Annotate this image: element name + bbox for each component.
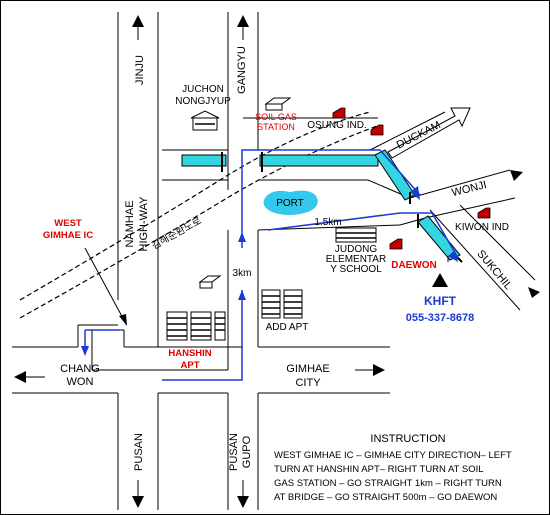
bridge-north [259,154,379,167]
instruction-line-1: WEST GIMHAE IC – GIMHAE CITY DIRECTION– … [274,450,512,461]
route-arrows [81,186,458,356]
road-gimhae-label: GIMHAE [286,363,329,375]
bridge-west [181,154,227,167]
soil-gas-label-1: SOIL GAS [255,112,297,122]
khft-name: KHFT [424,294,457,308]
osung-ind-label: OSUNG IND. [307,120,366,131]
duckam-arrow [387,107,471,159]
road-highway-label: HIGH-WAY [138,196,150,252]
ring-road-label: 김해순환도로 [149,214,204,252]
add-apt-label: ADD APT [266,322,309,333]
road-gupo-label: GUPO [241,435,253,468]
road-sukchil-label: SUKCHIL [474,248,514,292]
judong-label-2: ELEMENTAR [326,254,386,265]
instruction-line-4: AT BRIDGE – GO STRAIGHT 500m – GO DAEWON [274,492,497,503]
distance-3km-label: 3km [233,268,252,279]
instruction-line-3: GAS STATION – GO STRAIGHT 1km – RIGHT TU… [274,478,502,489]
bridges [181,149,461,261]
hanshin-label-1: HANSHIN [168,348,211,359]
kiwon-ind-label: KIWON IND [455,222,509,233]
ring-road-dashed [19,111,381,319]
distance-15km-label: 1.5km [314,217,341,228]
road-wonji-label: WONJI [451,179,488,199]
house-icons [198,97,292,289]
factory-icons [332,107,491,250]
road-won-label: WON [67,376,94,388]
apt-stripes [167,123,376,337]
road-duckam-label: DUCKAM [395,119,443,151]
road-jinju-label: JINJU [134,55,146,85]
bridge-ticks [221,152,463,263]
khft-marker [432,273,448,287]
khft-phone: 055-337-8678 [406,312,475,324]
road-pusan-gupo-label: PUSAN [228,433,240,471]
judong-label-3: Y SCHOOL [330,264,382,275]
port-label: PORT [276,198,304,209]
juchon-roof [190,110,220,119]
port-area [263,190,318,215]
west-gimhae-label-1: WEST [54,218,82,229]
road-namhae-label: NAMHAE [124,200,136,247]
road-gangyu-label: GANGYU [236,46,248,94]
juchon-label-1: JUCHON [182,84,224,95]
road-city-label: CITY [295,377,321,389]
instruction-line-2: TURN AT HANSHIN APT– RIGHT TURN AT SOIL [274,464,484,475]
ic-pointer [84,247,126,323]
ic-pointer-head [119,314,127,326]
bridge-daewon [417,215,461,261]
west-gimhae-label-2: GIMHAE IC [43,230,93,241]
road-pusan-left-label: PUSAN [133,433,145,471]
road-arrows [14,15,540,508]
juchon-label-2: NONGJYUP [175,96,231,107]
judong-label-1: JUDONG [335,244,377,255]
road-chang-label: CHANG [60,363,100,375]
hanshin-label-2: APT [181,360,200,371]
route-path [84,149,459,381]
soil-gas-label-2: STATION [257,122,295,132]
daewon-label: DAEWON [391,260,437,271]
instruction-title: INSTRUCTION [370,433,445,445]
